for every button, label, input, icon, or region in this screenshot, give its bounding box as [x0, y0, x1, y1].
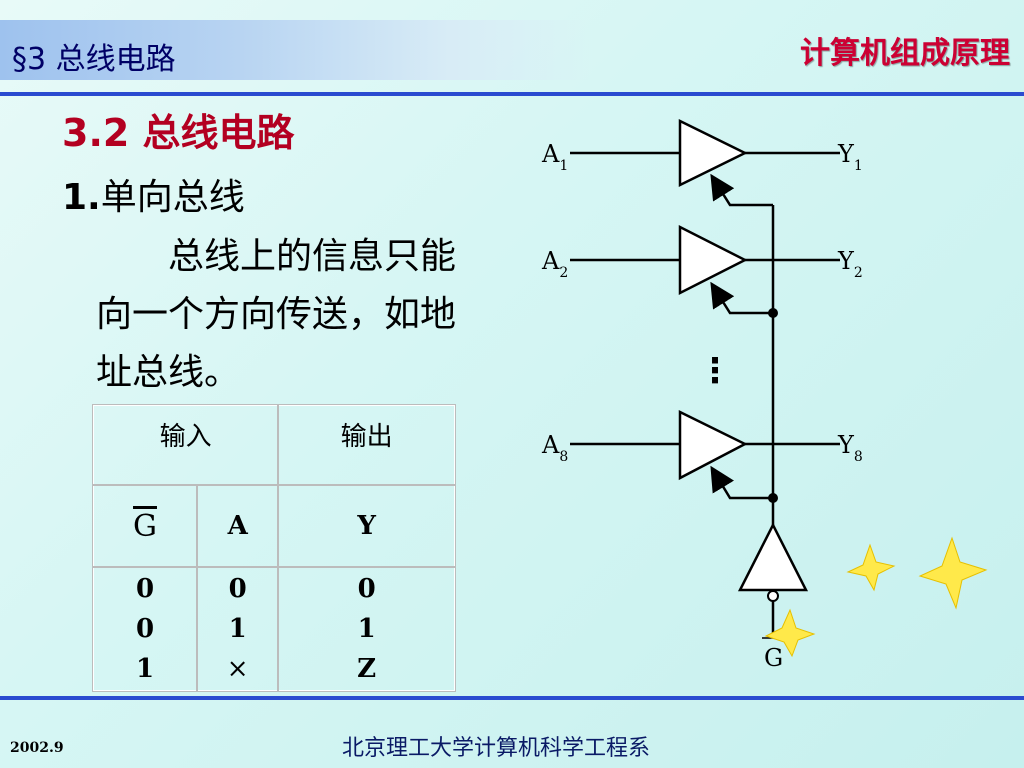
column-header-g: G [92, 484, 198, 568]
sparkle-decoration [764, 536, 988, 658]
description-paragraph: 总线上的信息只能向一个方向传送，如地址总线。 [96, 236, 457, 393]
slide-subheading: 1.单向总线 [62, 168, 245, 220]
buffer-1: A1 Y1 [541, 118, 863, 207]
buffer-8: A8 Y8 [541, 409, 863, 503]
input-group-header: 输入 [91, 404, 280, 486]
footer-date: 2002.9 [10, 740, 64, 756]
column-header-y: Y [277, 484, 456, 568]
course-title: 计算机组成原理 [800, 36, 1010, 71]
column-header-a: A [195, 484, 280, 568]
output-label-y8: Y8 [837, 431, 863, 465]
section-title: §3 总线电路 [12, 42, 176, 77]
header-band [0, 20, 600, 80]
slide-heading: 3.2 总线电路 [62, 111, 295, 155]
bus-circuit-diagram: A1 Y1 A2 Y2 ⋮ A8 Y8 G [541, 118, 988, 672]
buffer-2: A2 Y2 [541, 224, 863, 318]
input-label-a1: A1 [541, 140, 568, 174]
top-rule [0, 92, 1024, 96]
output-label-y1: Y1 [837, 140, 863, 174]
subheading-number: 1. [62, 177, 101, 218]
enable-inverter: G [737, 522, 809, 672]
output-label-y2: Y2 [837, 247, 863, 281]
input-label-a8: A8 [541, 431, 568, 465]
output-group-header: 输出 [277, 404, 456, 486]
footer-department: 北京理工大学计算机科学工程系 [342, 736, 651, 761]
bottom-rule [0, 696, 1024, 700]
subheading-text: 单向总线 [100, 177, 245, 218]
input-label-a2: A2 [541, 247, 568, 281]
ellipsis-vertical: ⋮ [698, 351, 732, 391]
enable-label-g: G [764, 644, 783, 672]
